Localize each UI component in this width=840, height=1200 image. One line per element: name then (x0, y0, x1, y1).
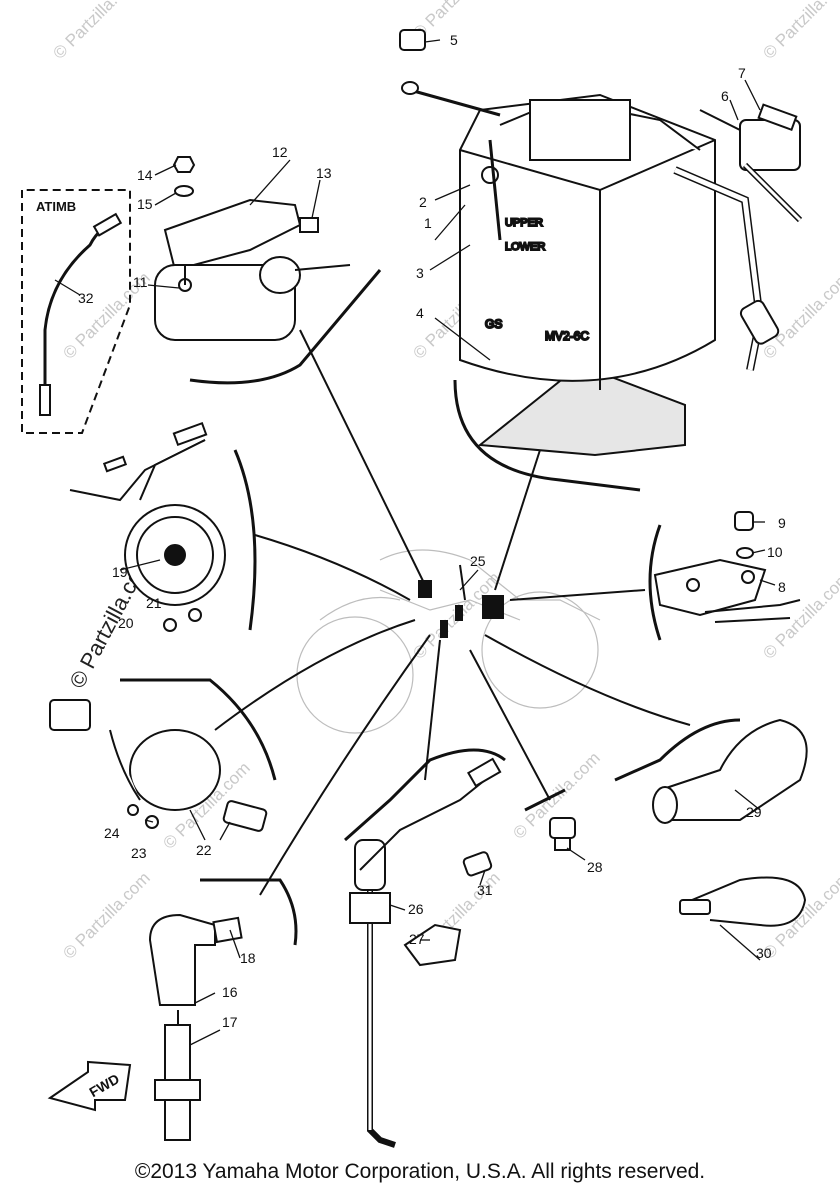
connector (462, 851, 493, 877)
callout-19: 19 (112, 564, 128, 580)
watermark-text: © Partzilla.com (59, 868, 153, 962)
neutral-switch (349, 757, 502, 1148)
center-cluster (418, 580, 504, 638)
callout-26: 26 (408, 901, 424, 917)
regulator (653, 511, 801, 623)
callout-14: 14 (137, 167, 153, 183)
callout-20: 20 (118, 615, 134, 631)
copyright-footer: ©2013 Yamaha Motor Corporation, U.S.A. A… (134, 1160, 706, 1183)
callout-11: 11 (133, 274, 148, 290)
callout-15: 15 (137, 196, 153, 212)
callout-23: 23 (131, 845, 147, 861)
callout-29: 29 (746, 804, 762, 820)
callout-28: 28 (587, 859, 603, 875)
battery-gs: GS (485, 317, 502, 331)
callout-31: 31 (477, 882, 493, 898)
callout-13: 13 (316, 165, 332, 181)
watermark-text: © Partzilla.com (759, 568, 840, 662)
clamp (679, 876, 807, 927)
fuse-holder (699, 103, 803, 223)
callout-12: 12 (272, 144, 288, 160)
battery: UPPER LOWER GS MV2-6C (399, 29, 780, 457)
neutral-sender (549, 817, 576, 851)
callout-1: 1 (424, 215, 432, 231)
spark-plug (148, 913, 243, 1141)
motorcycle-outline (296, 549, 601, 734)
callout-16: 16 (222, 984, 238, 1000)
callout-17: 17 (222, 1014, 238, 1030)
callout-21: 21 (146, 595, 162, 611)
callout-32: 32 (78, 290, 94, 306)
rubber-boot (652, 718, 808, 824)
callout-27: 27 (409, 931, 425, 947)
callout-4: 4 (416, 305, 424, 321)
watermark-text: © Partzilla.com (759, 268, 840, 362)
inset-label: ATIMB (36, 199, 76, 214)
callout-10: 10 (767, 544, 783, 560)
callout-8: 8 (778, 579, 786, 595)
callout-9: 9 (778, 515, 786, 531)
callout-labels: 1 2 3 4 5 6 7 8 9 10 11 12 13 14 15 16 1… (78, 32, 786, 1030)
watermark-text: © Partzilla.com (759, 0, 840, 63)
callout-18: 18 (240, 950, 256, 966)
callout-2: 2 (419, 194, 427, 210)
atimb-inset: ATIMB (21, 189, 131, 434)
callout-25: 25 (470, 553, 486, 569)
callout-6: 6 (721, 88, 729, 104)
callout-22: 22 (196, 842, 212, 858)
callouts (54, 39, 776, 1046)
callout-30: 30 (756, 945, 772, 961)
group-brackets (120, 269, 741, 946)
horn (69, 421, 226, 632)
callout-7: 7 (738, 65, 746, 81)
callout-3: 3 (416, 265, 424, 281)
ignition-coil (154, 156, 351, 341)
ignition-switch (49, 699, 268, 832)
battery-model: MV2-6C (545, 329, 589, 343)
callout-24: 24 (104, 825, 120, 841)
fwd-arrow: FWD (47, 1060, 132, 1112)
battery-upper: UPPER (505, 217, 543, 229)
watermark-text: © Partzilla.com (49, 0, 143, 63)
battery-lower: LOWER (505, 241, 545, 253)
callout-5: 5 (450, 32, 458, 48)
